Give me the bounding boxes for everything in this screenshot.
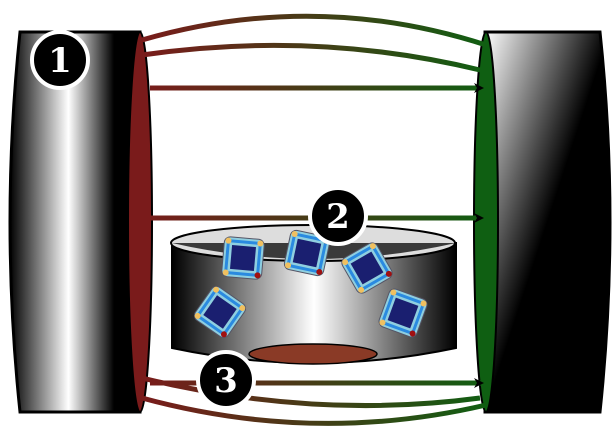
field-line xyxy=(141,375,481,409)
badge-1-label: 1 xyxy=(48,41,72,81)
badge-2: 2 xyxy=(308,186,368,246)
melt-spot xyxy=(248,343,378,365)
badge-1: 1 xyxy=(30,30,90,90)
left-magnet xyxy=(8,30,153,414)
left-pole-face xyxy=(127,31,153,413)
right-magnet xyxy=(473,30,612,414)
field-line xyxy=(141,13,487,48)
badge-3-label: 3 xyxy=(214,361,238,401)
sample-cube xyxy=(219,234,267,282)
badge-3: 3 xyxy=(196,350,256,410)
field-line xyxy=(141,42,481,73)
badge-2-label: 2 xyxy=(326,197,350,237)
field-line xyxy=(141,395,487,426)
field-lines xyxy=(141,13,487,426)
